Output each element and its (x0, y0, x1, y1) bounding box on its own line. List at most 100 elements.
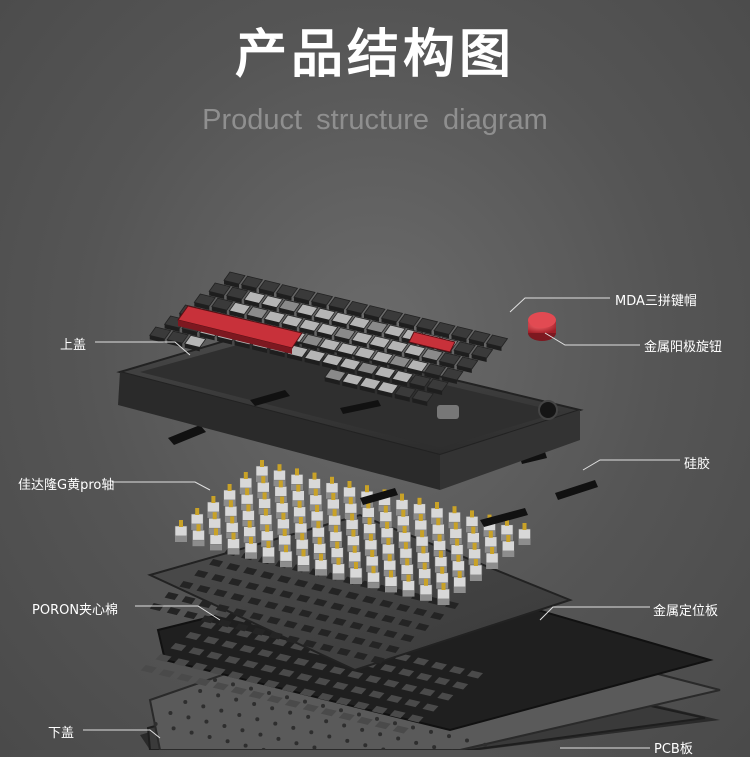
switch-housing (399, 532, 411, 542)
switch-stem (386, 538, 390, 545)
switch-housing (485, 537, 497, 547)
switch-housing (279, 535, 291, 545)
switch-housing (347, 536, 359, 546)
switch-stem (213, 512, 217, 519)
switch-housing (380, 512, 392, 522)
switch-base (420, 595, 432, 601)
pcb-hole (429, 730, 433, 734)
label-poron: PORON夹心棉 (32, 599, 118, 618)
switch-housing (207, 502, 219, 512)
plate-hole (167, 607, 181, 615)
pcb-hole (432, 745, 436, 749)
switch-housing (309, 479, 321, 489)
switch-housing (403, 581, 415, 591)
pcb-hole (363, 743, 367, 747)
switch-stem (316, 521, 320, 528)
switch-stem (370, 550, 374, 557)
switch-housing (326, 483, 338, 493)
switch-stem (261, 476, 265, 483)
switch-stem (299, 517, 303, 524)
pcb-hole (288, 711, 292, 715)
switch-stem (300, 533, 304, 540)
pcb-hole (276, 737, 280, 741)
switch-stem (315, 505, 319, 512)
switch-stem (229, 500, 233, 507)
pcb-hole (360, 728, 364, 732)
switch-stem (318, 537, 322, 544)
leader-silicone (583, 460, 680, 470)
switch-stem (405, 558, 409, 565)
switch-stem (458, 571, 462, 578)
switch-stem (295, 468, 299, 475)
switch-housing (397, 516, 409, 526)
switch-stem (245, 488, 249, 495)
switch-housing (420, 585, 432, 595)
switch-stem (369, 534, 373, 541)
switch-housing (452, 561, 464, 571)
pcb-hole (414, 741, 418, 745)
pcb-hole (208, 735, 212, 739)
switch-stem (474, 559, 478, 566)
switch-stem (421, 546, 425, 553)
switch-housing (362, 507, 374, 517)
switch-stem (470, 510, 474, 517)
switch-housing (226, 522, 238, 532)
pcb-hole (226, 739, 230, 743)
switch-base (403, 591, 415, 597)
switch-housing (228, 539, 240, 549)
switch-housing (280, 551, 292, 561)
switch-housing (261, 531, 273, 541)
switch-housing (225, 506, 237, 516)
switch-housing (346, 519, 358, 529)
label-knob: 金属阳极旋钮 (644, 336, 722, 355)
switch-housing (295, 523, 307, 533)
switch-stem (438, 534, 442, 541)
switch-housing (419, 569, 431, 579)
switch-base (519, 539, 531, 545)
switch-housing (382, 544, 394, 554)
switch-housing (401, 564, 413, 574)
pcb-hole (396, 737, 400, 741)
pcb-hole (273, 722, 277, 726)
pcb-hole (324, 719, 328, 723)
pcb-hole (213, 678, 217, 682)
switch-stem (419, 514, 423, 521)
switch-housing (256, 466, 268, 476)
switch-stem (335, 542, 339, 549)
pcb-hole (240, 728, 244, 732)
switch-stem (523, 523, 527, 530)
switch-housing (315, 560, 327, 570)
switch-stem (337, 558, 341, 565)
switch-stem (263, 492, 267, 499)
switch-housing (310, 495, 322, 505)
switch-stem (420, 530, 424, 537)
switch-housing (366, 556, 378, 566)
pcb-hole (309, 730, 313, 734)
switch-housing (350, 568, 362, 578)
switch-stem (388, 554, 392, 561)
switch-stem (354, 562, 358, 569)
pcb-hole (447, 734, 451, 738)
switch-housing (454, 577, 466, 587)
switch-stem (232, 533, 236, 540)
switch-stem (385, 522, 389, 529)
switch-stem (404, 542, 408, 549)
switch-housing (327, 499, 339, 509)
switch-housing (242, 510, 254, 520)
switch-housing (415, 520, 427, 530)
pcb-hole (258, 733, 262, 737)
switch-stem (302, 549, 306, 556)
switch-housing (381, 528, 393, 538)
switch-stem (331, 493, 335, 500)
label-plate: 金属定位板 (653, 600, 718, 619)
switch-base (263, 557, 275, 563)
switch-housing (276, 503, 288, 513)
pcb-hole (249, 687, 253, 691)
switch-housing (434, 540, 446, 550)
switch-housing (291, 474, 303, 484)
switch-base (245, 553, 257, 559)
switch-housing (469, 549, 481, 559)
foam-hole (177, 674, 193, 682)
switch-stem (351, 530, 355, 537)
switch-stem (349, 497, 353, 504)
